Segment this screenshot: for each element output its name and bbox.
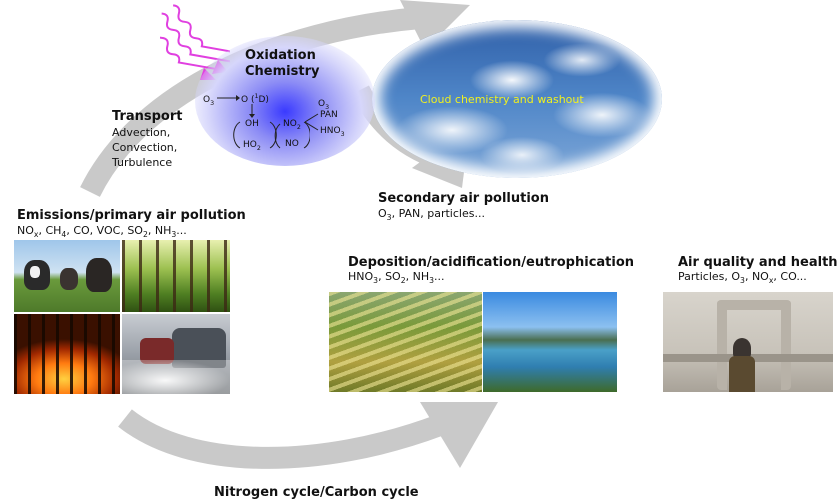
cloud-image — [372, 20, 662, 178]
wildfire-photo — [14, 314, 120, 394]
smog-city-photo — [663, 292, 833, 392]
reaction-pan: PAN — [320, 110, 338, 120]
species-subscript: x — [768, 276, 774, 286]
reaction-o2: O3 — [318, 99, 330, 111]
upper-arc-arrowhead — [400, 0, 470, 50]
arrow-o3-o1d-icon — [217, 95, 240, 101]
health-title: Air quality and health — [678, 255, 838, 270]
secondary-species: O3, PAN, particles... — [378, 207, 485, 223]
oxidation-glow — [195, 36, 375, 166]
cloud-label: Cloud chemistry and washout — [420, 93, 584, 106]
species-name: CO — [73, 224, 90, 237]
deposition-species: HNO3, SO2, NH3... — [348, 270, 445, 288]
species-name: NO — [751, 270, 769, 283]
reaction-no2: NO2 — [283, 119, 301, 131]
rice-terraces-photo — [329, 292, 482, 392]
transport-title: Transport — [112, 109, 183, 124]
lake-photo — [483, 292, 617, 392]
species-separator: , — [724, 270, 732, 283]
species-separator: , — [89, 224, 97, 237]
species-subscript: 2 — [400, 276, 406, 286]
species-separator: , — [378, 270, 386, 283]
species-name: SO — [385, 270, 401, 283]
species-name: O — [731, 270, 741, 283]
species-separator: , — [773, 270, 781, 283]
species-name: Particles — [678, 270, 725, 283]
cycle-label: Nitrogen cycle/Carbon cycle — [214, 485, 419, 500]
species-name: SO — [127, 224, 143, 237]
lower-arc-arrowhead — [420, 402, 498, 468]
reaction-ho2: HO2 — [243, 140, 261, 152]
species-subscript: 3 — [373, 276, 379, 286]
traffic-photo — [122, 314, 230, 394]
species-subscript: 3 — [740, 276, 745, 286]
species-separator: ... — [434, 270, 445, 283]
species-subscript: x — [33, 230, 39, 240]
emissions-species: NOx, CH4, CO, VOC, SO2, NH3... — [17, 224, 187, 242]
cows-photo — [14, 240, 120, 312]
species-separator: , — [66, 224, 74, 237]
species-name: CH — [45, 224, 62, 237]
species-subscript: 3 — [429, 276, 435, 286]
species-separator: ... — [796, 270, 807, 283]
species-separator: , — [38, 224, 46, 237]
secondary-title: Secondary air pollution — [378, 191, 549, 206]
species-separator: , — [120, 224, 128, 237]
species-subscript: 4 — [61, 230, 67, 240]
forest-photo — [122, 240, 230, 312]
health-species: Particles, O3, NOx, CO... — [678, 270, 807, 288]
transport-item: Turbulence — [112, 156, 173, 169]
arrow-down-icon — [249, 104, 255, 118]
species-name: NH — [412, 270, 430, 283]
cycle-arrows-icon — [233, 121, 310, 149]
species-subscript: 3 — [171, 230, 177, 240]
species-separator: , — [147, 224, 155, 237]
branch-arrows-icon — [305, 113, 319, 131]
emissions-title: Emissions/primary air pollution — [17, 208, 246, 223]
reaction-o1d: O (1D) — [241, 93, 269, 105]
species-separator: , — [744, 270, 752, 283]
species-name: NO — [17, 224, 34, 237]
deposition-title: Deposition/acidification/eutrophication — [348, 255, 635, 270]
species-subscript: 2 — [142, 230, 148, 240]
oxidation-title: Oxidation Chemistry — [245, 48, 320, 79]
species-separator: , — [405, 270, 413, 283]
species-separator: ... — [176, 224, 187, 237]
species-name: NH — [154, 224, 172, 237]
lower-arc-arrow — [118, 409, 444, 469]
species-name: CO — [780, 270, 797, 283]
reaction-o3: O3 — [203, 95, 215, 107]
species-name: HNO — [348, 270, 374, 283]
reaction-oh: OH — [245, 119, 259, 129]
reaction-hno3: HNO3 — [320, 126, 345, 138]
species-name: VOC — [96, 224, 121, 237]
reaction-no: NO — [285, 139, 299, 149]
transport-item: Convection, — [112, 141, 178, 154]
transport-item: Advection, — [112, 126, 171, 139]
